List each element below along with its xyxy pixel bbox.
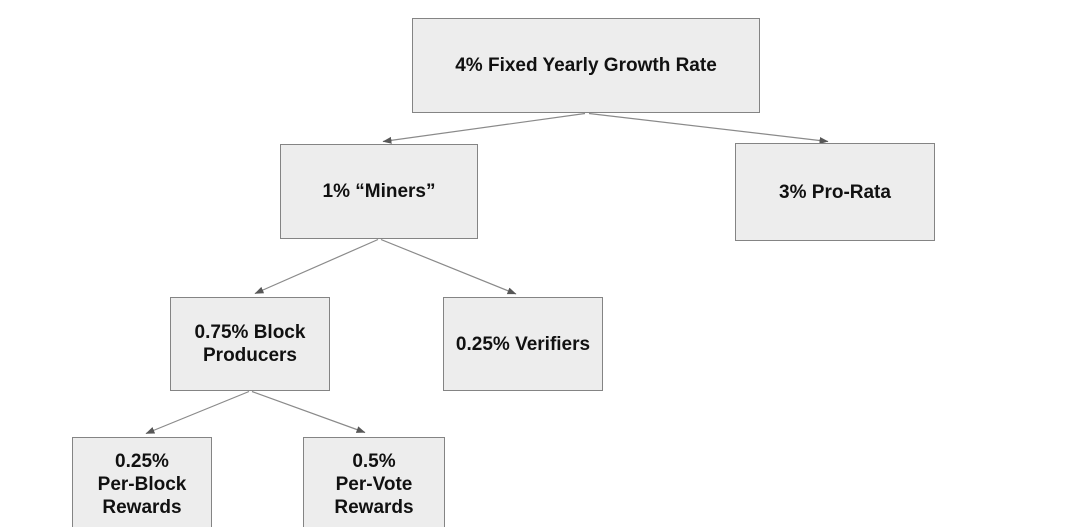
node-block-producers: 0.75% Block Producers — [170, 297, 330, 391]
edge-block-producers-to-per-block — [145, 390, 250, 435]
edge-block-producers-to-per-vote — [251, 390, 366, 434]
edge-miners-to-block-producers — [254, 238, 379, 295]
edge-miners-to-verifiers — [380, 238, 517, 295]
node-pro-rata: 3% Pro-Rata — [735, 143, 935, 241]
edge-root-to-prorata — [588, 112, 829, 144]
edge-root-to-miners — [382, 112, 586, 144]
node-per-block-rewards: 0.25% Per-Block Rewards — [72, 437, 212, 527]
node-verifiers: 0.25% Verifiers — [443, 297, 603, 391]
node-fixed-yearly-growth-rate: 4% Fixed Yearly Growth Rate — [412, 18, 760, 113]
node-miners: 1% “Miners” — [280, 144, 478, 239]
node-per-vote-rewards: 0.5% Per-Vote Rewards — [303, 437, 445, 527]
